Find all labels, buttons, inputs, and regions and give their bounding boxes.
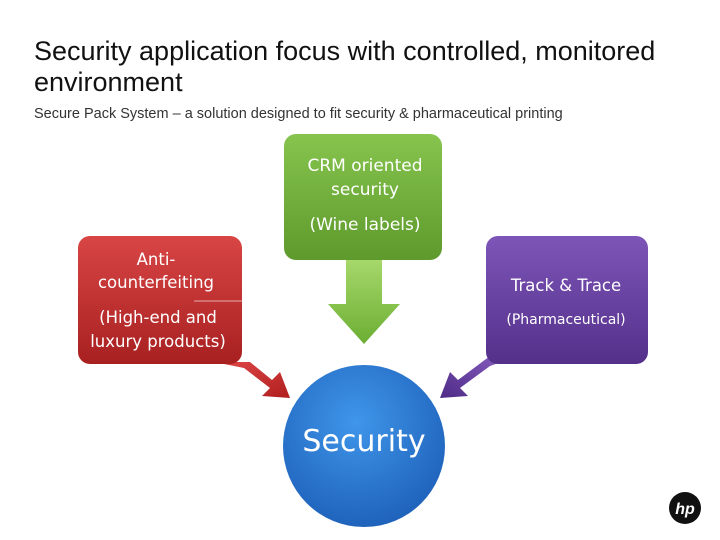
arrow-crm-to-security xyxy=(328,260,400,344)
node-track-box xyxy=(486,236,648,364)
node-security-circle xyxy=(283,365,445,527)
node-anti-title: Anti-counterfeiting xyxy=(97,250,214,292)
node-crm-subtitle: (Wine labels) xyxy=(309,215,421,235)
node-crm-title: CRM oriented security xyxy=(307,156,423,200)
slide-subtitle: Secure Pack System – a solution designed… xyxy=(34,106,563,122)
arrow-anti-to-security xyxy=(214,362,290,398)
hp-logo-text: hp xyxy=(675,501,695,518)
node-anti-subtitle: (High-end and luxury products) xyxy=(90,308,226,351)
slide-title: Security application focus with controll… xyxy=(34,36,656,97)
node-security-label: Security xyxy=(302,424,426,459)
node-track-subtitle: (Pharmaceutical) xyxy=(506,312,626,328)
node-track-title: Track & Trace xyxy=(510,276,622,295)
node-anti-box xyxy=(78,236,242,364)
arrow-track-to-security xyxy=(440,356,518,398)
node-crm-box xyxy=(284,134,442,260)
hp-logo: hp xyxy=(669,492,701,524)
